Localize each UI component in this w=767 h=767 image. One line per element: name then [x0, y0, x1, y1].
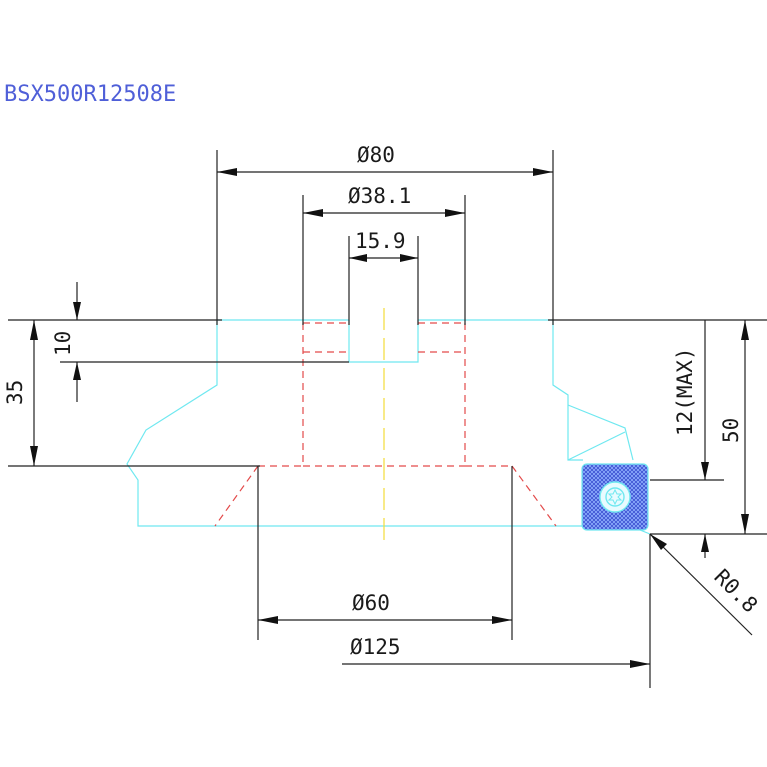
dim-text-50: 50: [719, 418, 743, 443]
extension-lines: [8, 150, 767, 688]
hidden-lines: [214, 322, 557, 527]
dim-text-10: 10: [51, 331, 75, 356]
dim-height-12-max: 12(MAX): [673, 320, 709, 558]
dim-text-r0-8: R0.8: [709, 565, 762, 618]
dim-dia-80: Ø80: [217, 143, 553, 176]
dim-text-dia-125: Ø125: [350, 635, 401, 659]
dim-text-dia-60: Ø60: [352, 591, 390, 615]
cutting-insert: [581, 463, 649, 531]
dim-dia-60: Ø60: [258, 591, 512, 624]
dim-text-12-max: 12(MAX): [673, 347, 697, 436]
dim-height-50: 50: [719, 320, 749, 534]
dim-text-dia-80: Ø80: [357, 143, 395, 167]
dim-depth-10: 10: [51, 282, 81, 402]
dim-text-dia-38-1: Ø38.1: [348, 184, 411, 208]
dim-dia-125: Ø125: [342, 635, 650, 668]
dim-text-15-9: 15.9: [355, 229, 406, 253]
dim-height-35: 35: [3, 320, 38, 466]
torx-screw-icon: [599, 481, 631, 513]
dim-text-35: 35: [3, 380, 27, 405]
cutter-body-outline: [126, 319, 651, 535]
dim-dia-38-1: Ø38.1: [303, 184, 465, 217]
dim-width-15-9: 15.9: [349, 229, 418, 262]
part-number-title: BSX500R12508E: [4, 82, 176, 107]
